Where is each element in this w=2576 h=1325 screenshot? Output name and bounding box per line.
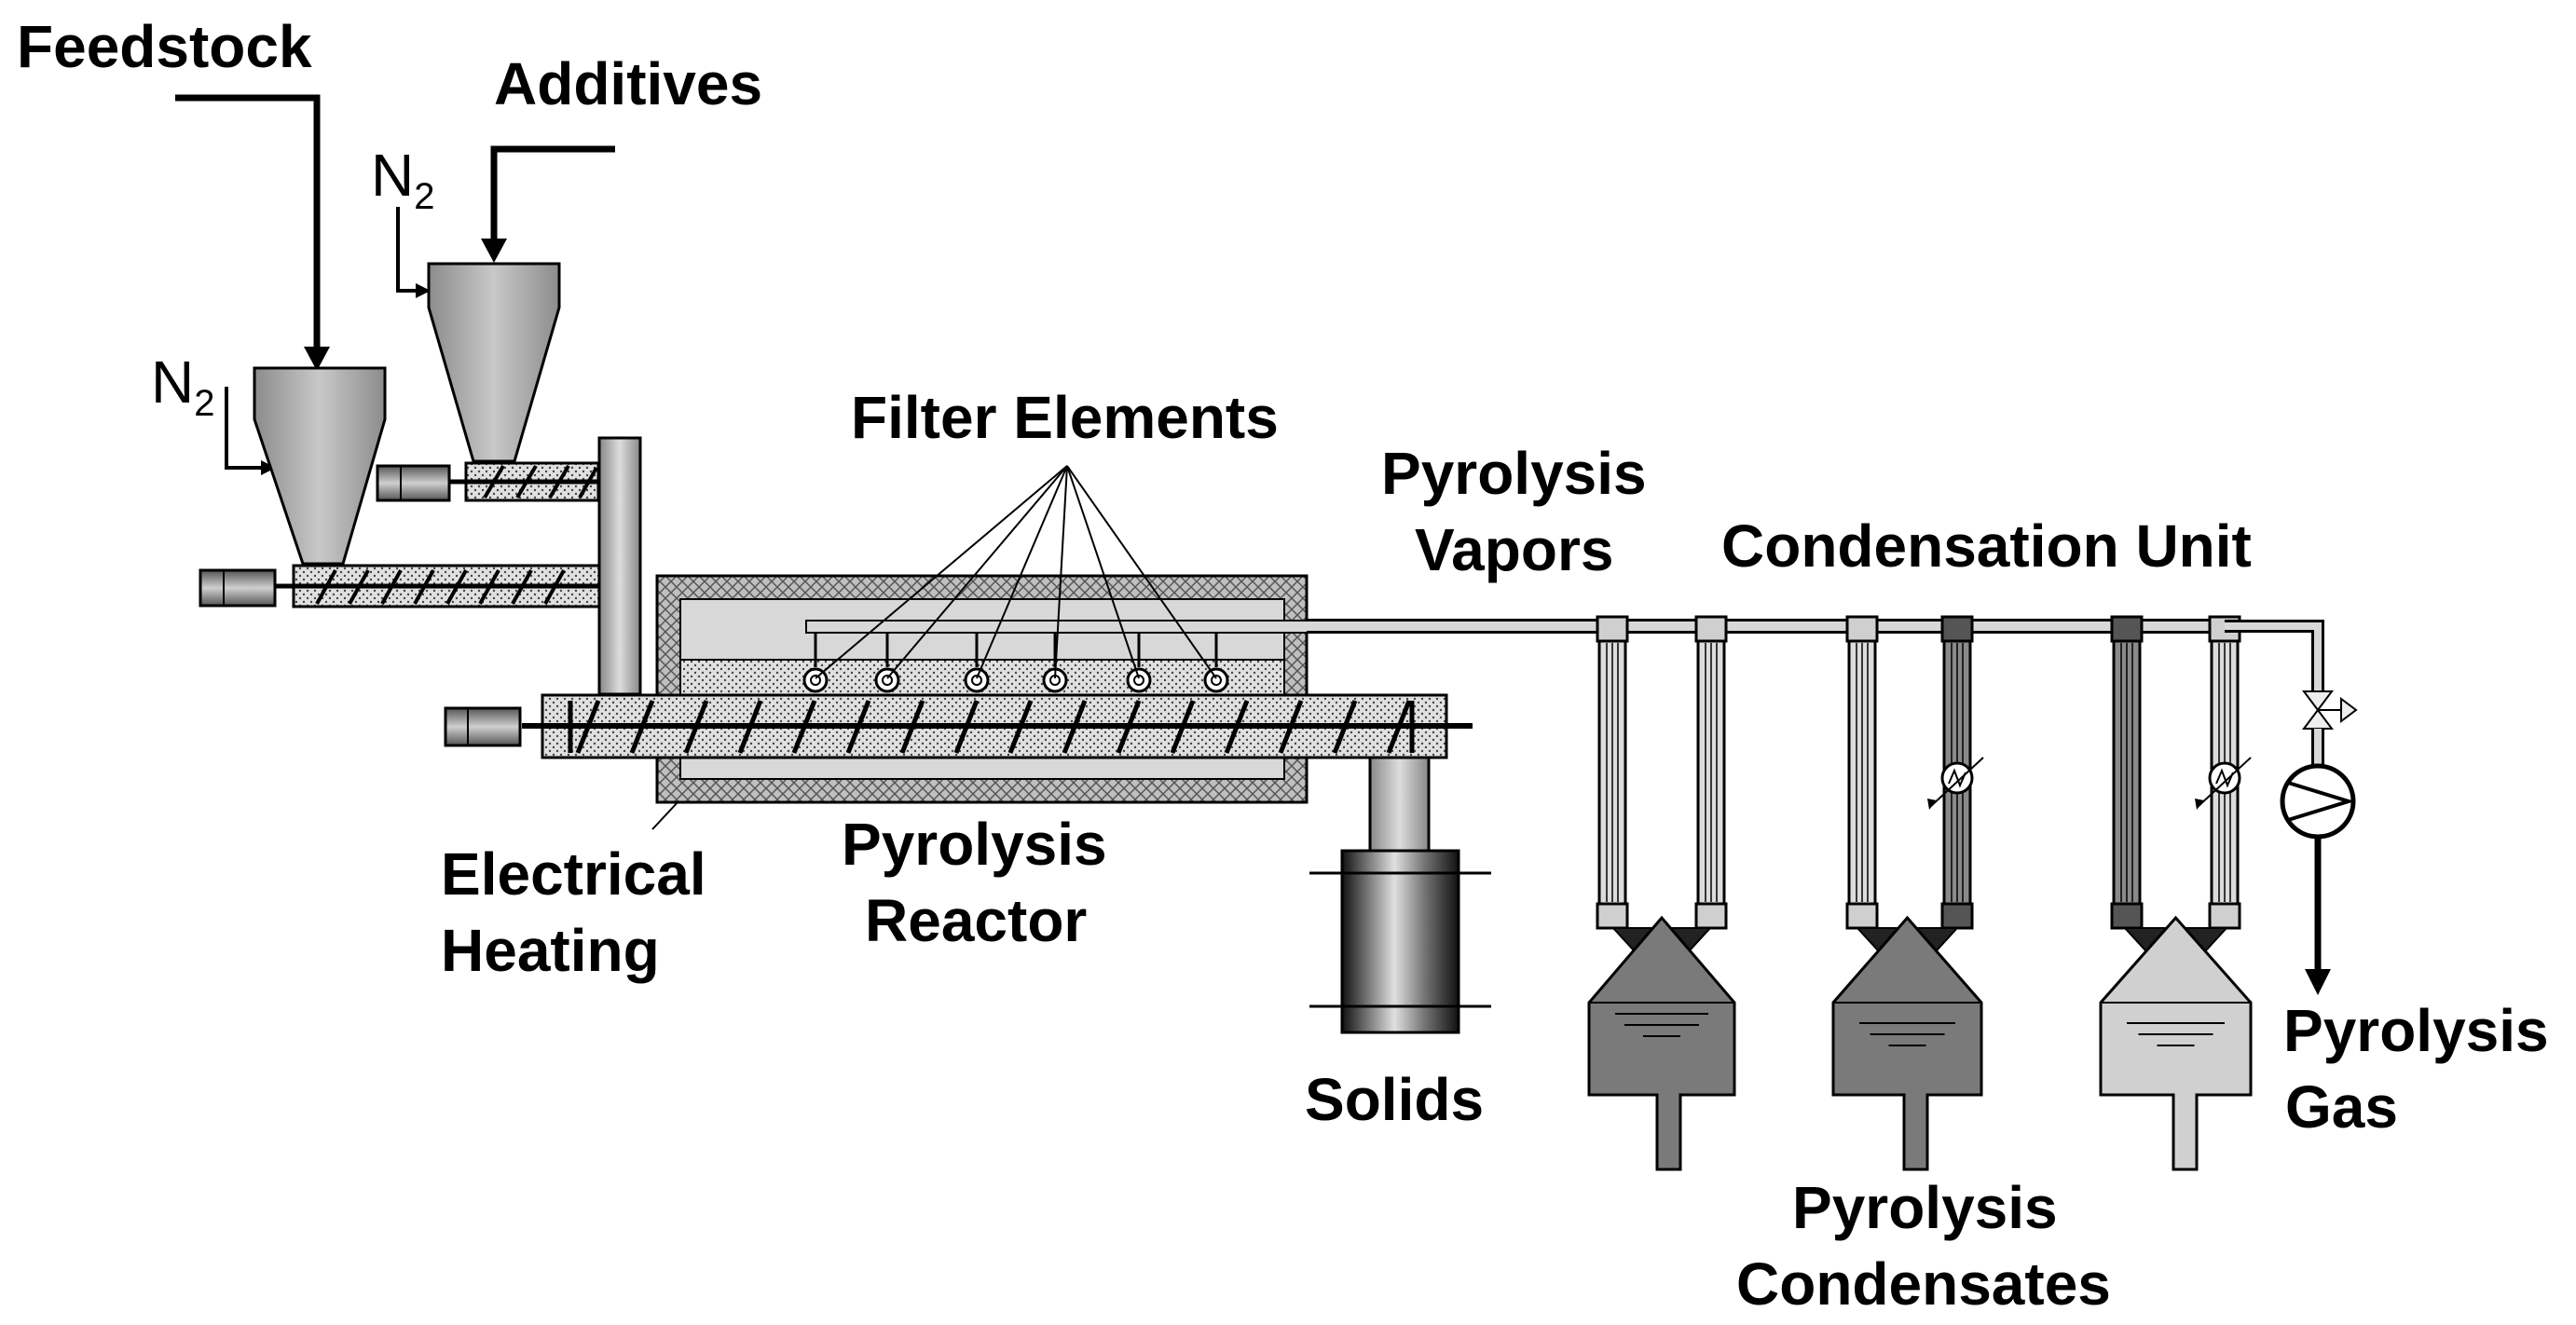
reactor-flight [737,700,763,754]
reactor-flight [953,700,980,754]
reactor-flight [1170,700,1196,754]
label-condensation-unit: Condensation Unit [1721,512,2252,580]
label-pyrolysis-reactor-line2: Reactor [865,887,1087,954]
label-additives: Additives [494,50,762,117]
reactor-flight [1332,700,1358,754]
n2-feed-inlet-line [225,387,263,470]
feedstock-arrowhead [304,347,330,371]
label-n2-feed: N2 [151,348,214,424]
label-electrical-heating-line1: Electrical [441,840,706,908]
condensation-unit [1587,615,2253,1171]
reactor-flight [845,700,871,754]
condensate-vessel [2099,915,2253,1171]
gas-valve [2302,690,2358,730]
feedstock-hopper [253,366,387,566]
label-solids: Solids [1305,1066,1484,1133]
additives-arrow [490,145,615,252]
additives-arrowhead [481,239,507,263]
label-pyrolysis-condensates-line1: Pyrolysis [1792,1174,2058,1241]
label-n2-additives: N2 [371,142,434,217]
label-filter-elements: Filter Elements [851,384,1279,451]
n2-feed-arrowhead [261,460,276,475]
vertical-feed-pipe [597,436,642,696]
label-pyrolysis-reactor-line1: Pyrolysis [842,811,1107,878]
reactor-flight [1062,700,1088,754]
solids-container [1340,849,1460,1034]
label-pyrolysis-vapors-line2: Vapors [1415,516,1613,583]
reactor-flight [899,700,925,754]
reactor-flight [575,700,601,754]
reactor-flight [629,700,655,754]
solids-pipe [1368,756,1431,853]
feedstock-arrow [175,94,321,359]
filter-elements-group [802,633,1229,693]
additives-screw-flights [483,464,598,499]
label-pyrolysis-condensates-line2: Condensates [1736,1250,2111,1318]
additives-screw-motor [376,464,451,502]
filter-leader-lines [815,465,1217,679]
reactor-flight [1224,700,1250,754]
label-pyrolysis-vapors-line1: Pyrolysis [1381,440,1647,507]
feed-screw-flights [315,569,566,605]
label-pyrolysis-gas-line2: Gas [2285,1073,2398,1141]
n2-additives-inlet-line [396,207,418,293]
condensate-vessel [1831,915,1983,1171]
heating-leader-line [651,800,679,830]
n2-additives-arrowhead [416,283,431,298]
reactor-flight [1007,700,1034,754]
additives-hopper [427,262,561,463]
reactor-flight [791,700,817,754]
label-pyrolysis-gas-line1: Pyrolysis [2283,997,2549,1064]
reactor-flight [1386,700,1412,754]
gas-pump [2280,763,2356,840]
condensate-vessel [1587,915,1736,1171]
reactor-flight [683,700,709,754]
reactor-screw-flights [568,700,1415,754]
reactor-lower-space [679,756,1285,780]
reactor-flight [1278,700,1304,754]
feed-screw-motor [199,568,277,608]
label-electrical-heating-line2: Heating [441,917,660,984]
reactor-flight [1116,700,1142,754]
label-feedstock: Feedstock [17,13,312,80]
reactor-screw-motor [444,706,522,747]
